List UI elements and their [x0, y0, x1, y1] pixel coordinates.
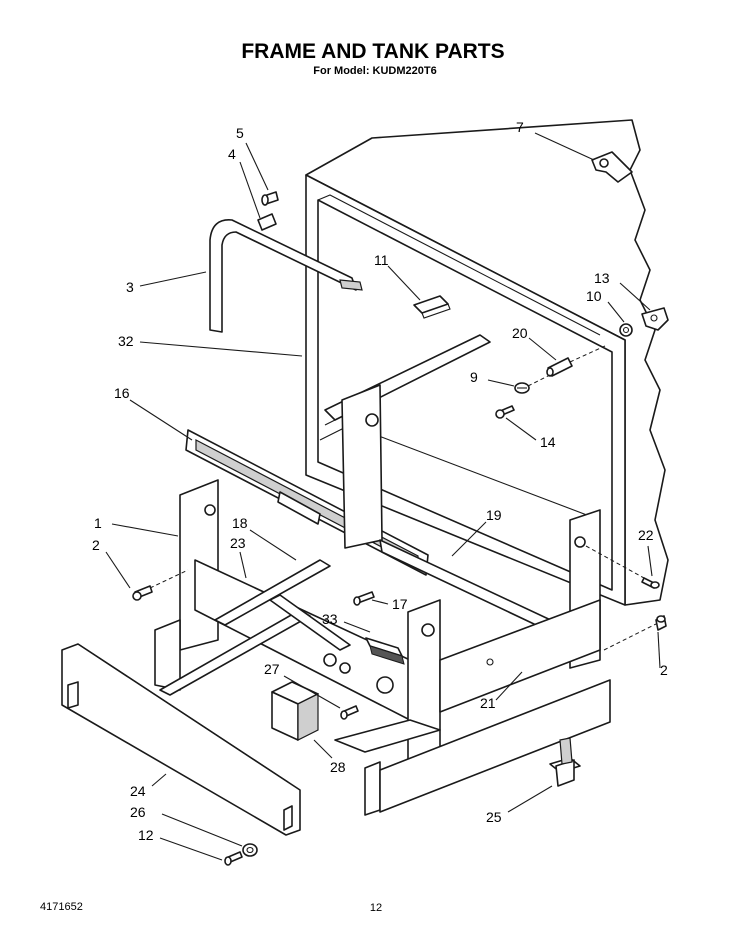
page-title: FRAME AND TANK PARTS: [241, 40, 504, 63]
part-2-screw-right: [655, 615, 667, 631]
part-27-screw: [340, 705, 359, 720]
callout-labels: 5 4 3 7 11 13 10 32 20 9 14 16 1 2 18 23…: [92, 119, 668, 843]
part-13-bracket: [641, 307, 669, 331]
part-10-nut: [619, 323, 633, 337]
part-22-screw: [641, 577, 660, 589]
part-9-screw: [514, 382, 530, 394]
leader-lines: [105, 132, 661, 861]
callout-9: 9: [470, 369, 478, 385]
callout-11: 11: [374, 252, 389, 268]
callout-24: 24: [130, 783, 146, 799]
base-frame: [154, 384, 611, 816]
callout-12: 12: [138, 827, 154, 843]
part-12-screw: [224, 851, 243, 866]
callout-5: 5: [236, 125, 244, 141]
callout-2-left: 2: [92, 537, 100, 553]
part-5-screw: [261, 191, 279, 206]
part-17-screw: [353, 591, 375, 606]
callout-3: 3: [126, 279, 134, 295]
callout-14: 14: [540, 434, 556, 450]
part-20-pin: [546, 357, 573, 377]
callout-7: 7: [516, 119, 524, 135]
part-14-screw: [495, 405, 515, 419]
part-24-panel: [61, 643, 301, 836]
callout-1: 1: [94, 515, 102, 531]
page-number: 12: [370, 902, 382, 914]
part-11-bracket: [413, 295, 451, 319]
callout-10: 10: [586, 288, 602, 304]
part-4-bracket: [257, 213, 277, 231]
callout-4: 4: [228, 146, 236, 162]
callout-18: 18: [232, 515, 248, 531]
part-2-screw-left: [132, 585, 153, 601]
part-3-handle: [209, 219, 363, 333]
part-33-block: [365, 637, 405, 665]
model-subtitle: For Model: KUDM220T6: [313, 65, 436, 77]
part-25-leveling-leg: [549, 737, 581, 787]
part-26-washer: [242, 843, 258, 857]
callout-22: 22: [638, 527, 654, 543]
part-7-clip: [591, 151, 633, 183]
callout-27: 27: [264, 661, 280, 677]
callout-21: 21: [480, 695, 496, 711]
callout-25: 25: [486, 809, 502, 825]
tank: [305, 119, 669, 606]
callout-23: 23: [230, 535, 246, 551]
callout-13: 13: [594, 270, 610, 286]
callout-26: 26: [130, 804, 146, 820]
callout-16: 16: [114, 385, 130, 401]
callout-20: 20: [512, 325, 528, 341]
callout-17: 17: [392, 596, 408, 612]
callout-28: 28: [330, 759, 346, 775]
callout-2-right: 2: [660, 662, 668, 678]
callout-32: 32: [118, 333, 134, 349]
callout-33: 33: [322, 611, 338, 627]
part-28-box: [271, 681, 319, 741]
callout-19: 19: [486, 507, 502, 523]
document-number: 4171652: [40, 901, 83, 913]
